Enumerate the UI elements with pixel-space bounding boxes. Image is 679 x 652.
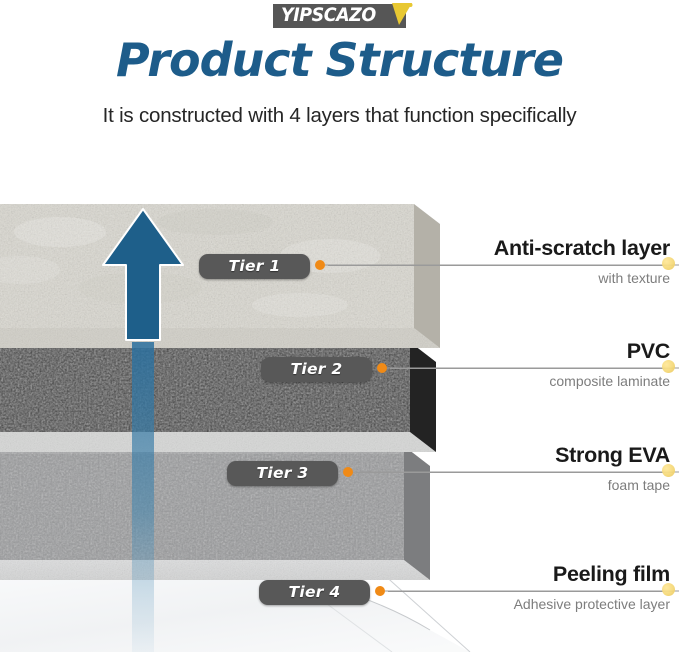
callout-rule bbox=[328, 265, 673, 266]
callout-title: Peeling film bbox=[552, 562, 670, 586]
callout-accent-dot bbox=[662, 464, 675, 477]
logo-wordmark: YIPSCAZO bbox=[280, 4, 376, 26]
callout-accent-dot bbox=[662, 583, 675, 596]
tier-badge-3[interactable]: Tier 3 bbox=[227, 461, 338, 486]
layer-tier-2 bbox=[0, 342, 436, 452]
callout-subtitle: foam tape bbox=[607, 477, 670, 493]
callout-subtitle: composite laminate bbox=[549, 373, 670, 389]
callout-origin-dots bbox=[315, 260, 387, 596]
tier-badge-2[interactable]: Tier 2 bbox=[261, 357, 372, 382]
callout-subtitle: Adhesive protective layer bbox=[513, 596, 670, 612]
callout-accent-dot bbox=[662, 360, 675, 373]
callout-subtitle: with texture bbox=[598, 270, 670, 286]
layer-tier-3 bbox=[0, 446, 430, 580]
callout-rule bbox=[356, 472, 673, 473]
brand-logo: YIPSCAZO bbox=[0, 3, 679, 29]
callout-rule bbox=[390, 368, 673, 369]
page-subtitle: It is constructed with 4 layers that fun… bbox=[102, 104, 577, 127]
callout-accent-dot bbox=[662, 257, 675, 270]
logo-badge: YIPSCAZO bbox=[272, 3, 413, 28]
tier-badge-4[interactable]: Tier 4 bbox=[259, 580, 370, 605]
upward-arrow-icon bbox=[102, 208, 184, 341]
tier-badge-1[interactable]: Tier 1 bbox=[199, 254, 310, 279]
callout-title: Strong EVA bbox=[555, 443, 670, 467]
page-title: Product Structure bbox=[116, 33, 564, 87]
arrow-shaft-glow bbox=[132, 342, 154, 652]
callout-rule bbox=[388, 591, 673, 592]
logo-arrow-mark bbox=[392, 3, 413, 25]
callout-title: PVC bbox=[626, 339, 671, 363]
callout-title: Anti-scratch layer bbox=[493, 236, 671, 260]
